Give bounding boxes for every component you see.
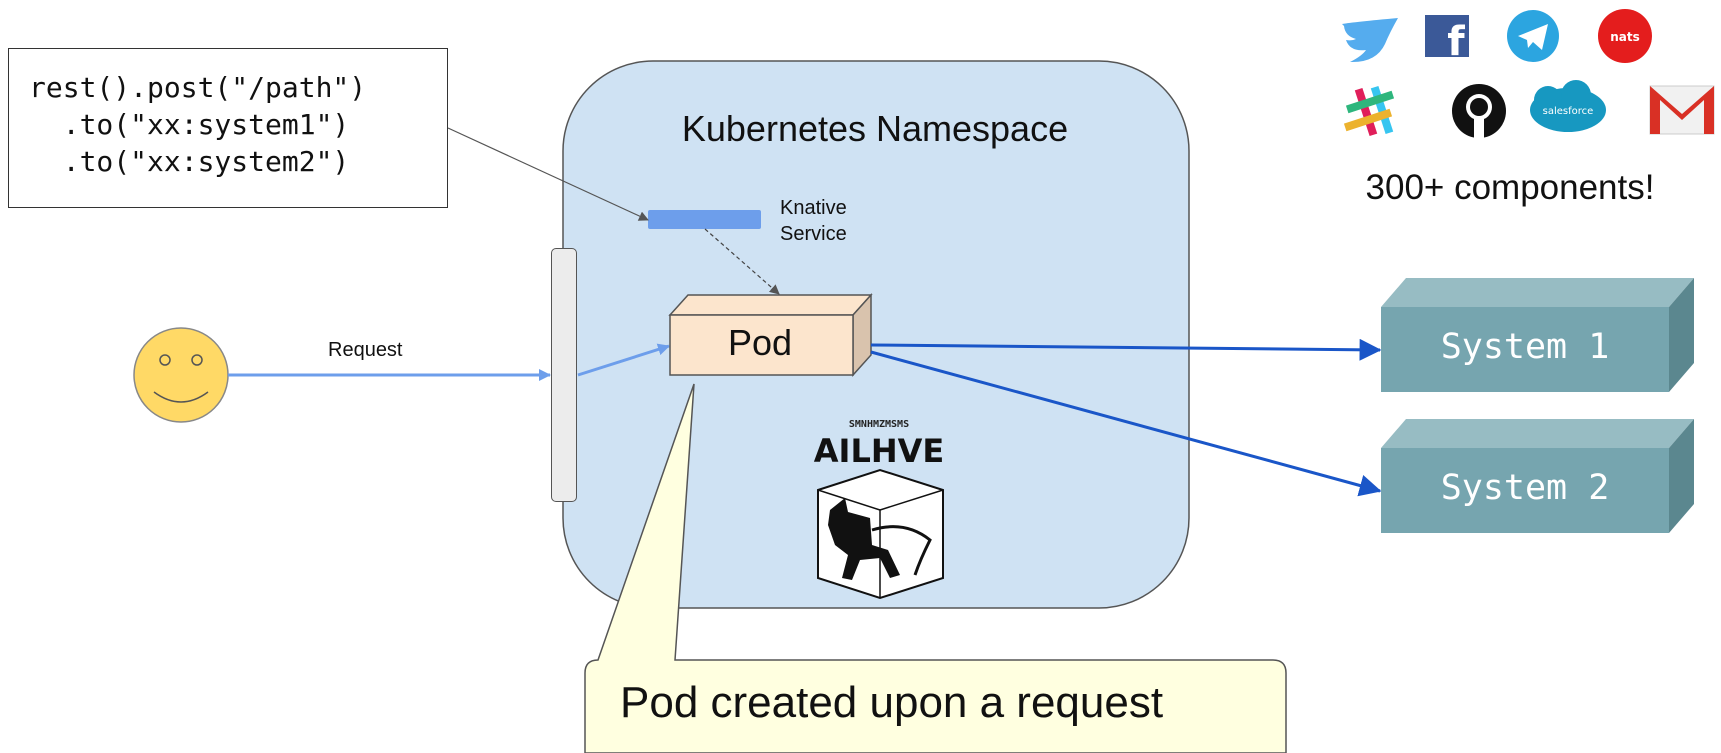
- system1-box: [1381, 278, 1694, 392]
- knative-label-line1: Knative: [780, 197, 847, 219]
- gateway-bar: [551, 248, 577, 502]
- system2-label: System 2: [1440, 468, 1610, 508]
- svg-text:SMNHMZMSMS: SMNHMZMSMS: [849, 419, 909, 430]
- github-icon: [1452, 84, 1506, 138]
- svg-text:f: f: [1447, 19, 1465, 65]
- facebook-icon: f: [1425, 15, 1469, 65]
- svg-text:salesforce: salesforce: [1543, 106, 1594, 117]
- callout-text: Pod created upon a request: [620, 678, 1164, 727]
- slack-icon: [1343, 85, 1395, 137]
- camel-k-logo: SMNHMZMSMS AILHVE: [814, 419, 944, 600]
- nats-icon: nats: [1598, 9, 1652, 63]
- system2-box: [1381, 419, 1694, 533]
- code-line-2: .to("xx:system1"): [29, 108, 350, 141]
- code-snippet-box: rest().post("/path") .to("xx:system1") .…: [8, 48, 448, 208]
- callout-bubble: [584, 383, 1287, 753]
- svg-text:nats: nats: [1610, 30, 1640, 44]
- gmail-icon: [1649, 85, 1715, 135]
- request-label: Request: [328, 339, 403, 361]
- logo-text: AILHVE: [814, 432, 944, 470]
- pod-label: Pod: [727, 322, 793, 363]
- code-connector-line: [447, 127, 649, 221]
- user-smiley-icon: [133, 327, 229, 423]
- knative-service-label: Knative Service: [780, 195, 847, 247]
- telegram-icon: [1507, 10, 1559, 62]
- gateway-to-pod-arrow: [577, 343, 670, 377]
- twitter-icon: [1342, 18, 1398, 63]
- system1-label: System 1: [1440, 327, 1610, 367]
- namespace-title: Kubernetes Namespace: [681, 108, 1069, 149]
- knative-label-line2: Service: [780, 223, 847, 245]
- knative-to-pod-arrow: [704, 228, 780, 295]
- pod-to-system2-arrow: [870, 350, 1382, 497]
- knative-service-bar: [648, 210, 761, 229]
- components-label: 300+ components!: [1365, 168, 1655, 207]
- salesforce-icon: salesforce: [1530, 80, 1606, 132]
- code-line-1: rest().post("/path"): [29, 71, 367, 104]
- code-line-3: .to("xx:system2"): [29, 145, 350, 178]
- pod-box: [668, 293, 873, 377]
- pod-to-system1-arrow: [870, 338, 1382, 361]
